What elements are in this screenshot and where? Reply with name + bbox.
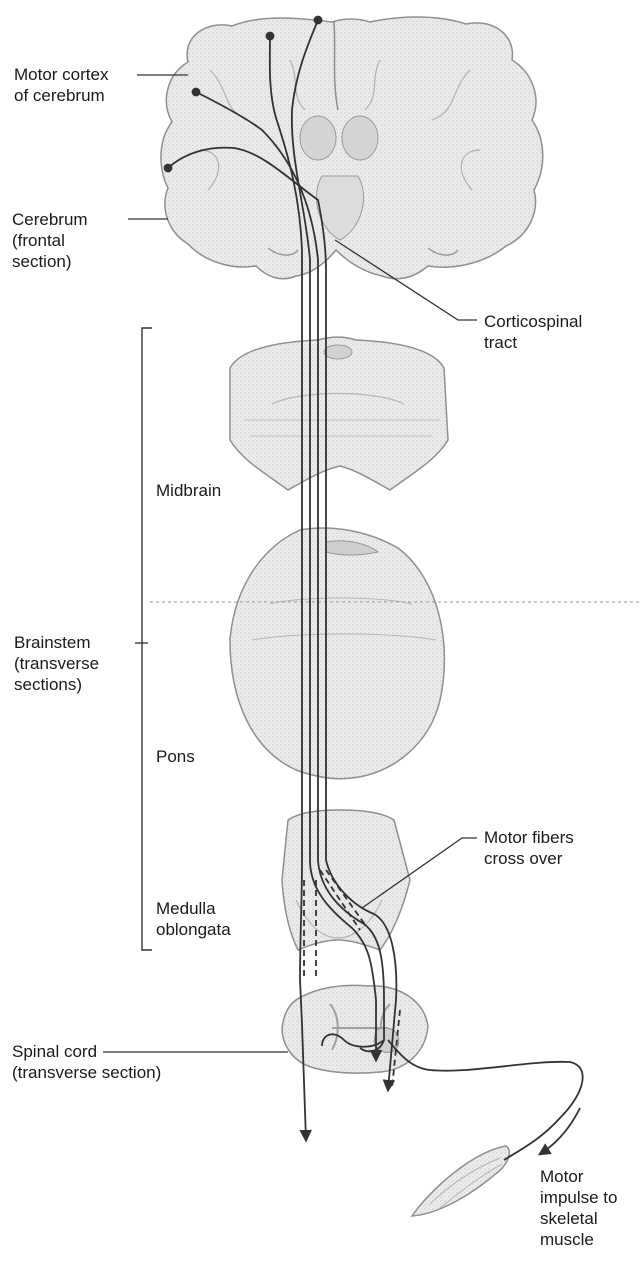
label-brainstem-line2: (transverse [14, 653, 99, 674]
label-motor-cortex: Motor cortex of cerebrum [14, 64, 108, 106]
cortex-neuron-body-1 [267, 33, 274, 40]
cortex-neuron-body-2 [315, 17, 322, 24]
cortex-neuron-body-3 [193, 89, 200, 96]
skeletal-muscle [412, 1146, 509, 1216]
label-motor-impulse: Motor impulse to skeletal muscle [540, 1166, 617, 1250]
label-brainstem-line3: sections) [14, 674, 99, 695]
label-brainstem-line1: Brainstem [14, 632, 99, 653]
label-corticospinal-line1: Corticospinal [484, 311, 582, 332]
label-cerebrum-line2: (frontal [12, 230, 88, 251]
label-motor-fibers-line2: cross over [484, 848, 574, 869]
label-motor-impulse-line1: Motor [540, 1166, 617, 1187]
label-pons: Pons [156, 746, 195, 767]
pons-section [150, 528, 642, 779]
label-motor-impulse-line3: skeletal [540, 1208, 617, 1229]
label-spinal-cord: Spinal cord (transverse section) [12, 1041, 161, 1083]
midbrain-outline [230, 337, 448, 490]
label-spinal-cord-line2: (transverse section) [12, 1062, 161, 1083]
label-motor-fibers-line1: Motor fibers [484, 827, 574, 848]
label-corticospinal-tract: Corticospinal tract [484, 311, 582, 353]
label-motor-impulse-line4: muscle [540, 1229, 617, 1250]
label-cerebrum-line1: Cerebrum [12, 209, 88, 230]
midbrain-tectum [324, 345, 352, 359]
label-medulla: Medulla oblongata [156, 898, 231, 940]
label-corticospinal-line2: tract [484, 332, 582, 353]
brainstem-bracket [142, 328, 152, 950]
label-medulla-line2: oblongata [156, 919, 231, 940]
label-cerebrum-line3: section) [12, 251, 88, 272]
label-motor-cortex-line1: Motor cortex [14, 64, 108, 85]
cerebrum-lateral-ventricle-left [300, 116, 336, 160]
label-midbrain: Midbrain [156, 480, 221, 501]
label-spinal-cord-line1: Spinal cord [12, 1041, 161, 1062]
muscle-outline [412, 1146, 509, 1216]
cortex-neuron-body-4 [165, 165, 172, 172]
label-cerebrum: Cerebrum (frontal section) [12, 209, 88, 272]
label-medulla-line1: Medulla [156, 898, 231, 919]
label-motor-cortex-line2: of cerebrum [14, 85, 108, 106]
midbrain-section [230, 337, 448, 490]
pons-outline [230, 528, 444, 779]
label-motor-fibers-cross: Motor fibers cross over [484, 827, 574, 869]
label-motor-impulse-line2: impulse to [540, 1187, 617, 1208]
cerebrum-lateral-ventricle-right [342, 116, 378, 160]
label-brainstem: Brainstem (transverse sections) [14, 632, 99, 695]
